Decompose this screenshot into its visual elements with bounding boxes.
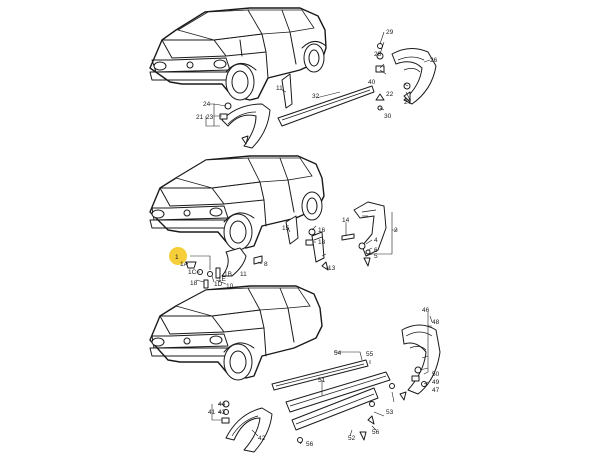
callout-28: 28 [374,51,382,58]
callout-26: 26 [430,57,438,64]
callout-labels: 29 28 26 40 22 27 30 32 11 24 23 21 14 2… [175,29,440,448]
callout-40-top: 40 [368,79,376,86]
callout-53: 53 [386,409,394,416]
callout-56-right: 56 [372,429,380,436]
callout-18-mid: 18 [318,239,326,246]
callout-21: 21 [196,114,204,121]
callout-23: 23 [206,114,214,121]
callout-42: 42 [258,435,266,442]
callout-50: 50 [432,371,440,378]
rear-arch-bracket [353,201,387,257]
callout-1: 1 [175,254,179,261]
top-left-wheelarch-liner [221,103,271,149]
side-sill-trim-top [277,85,375,127]
callout-11-top: 11 [276,85,283,92]
callout-56-left: 56 [306,441,314,448]
callout-32: 32 [312,93,320,100]
callout-11-mid: 11 [240,271,247,278]
callout-41: 41 [208,409,216,416]
callout-18-left: 18 [190,280,198,287]
callout-30: 30 [384,113,392,120]
front-wheelarch-liner-41 [225,407,273,453]
fasteners-middle [185,228,371,289]
front-fender-flare [221,247,247,277]
callout-29: 29 [386,29,394,36]
callout-16: 16 [318,227,326,234]
highlight-marker [169,247,187,265]
small-trim-11-top [281,73,293,109]
callout-51: 51 [318,377,326,384]
callout-10: 10 [226,283,234,290]
car-illustration-middle [149,155,325,251]
leader-lines [185,31,433,445]
callout-6: 6 [374,247,378,254]
callout-52: 52 [348,435,356,442]
fasteners-top-right [375,43,411,111]
car-illustration-bottom [149,285,323,381]
callout-13: 13 [328,265,336,272]
callout-43: 43 [218,409,226,416]
long-sill-trim-51 [285,371,391,413]
callout-8: 8 [264,261,268,268]
callout-27: 27 [404,99,412,106]
rear-wheelarch-liner-46 [401,324,441,395]
sill-panel-52 [291,387,379,431]
callout-46: 46 [422,307,430,314]
callout-1e: 1E [218,276,227,283]
fasteners-top-left [219,102,249,145]
callout-49: 49 [432,379,440,386]
callout-24: 24 [203,101,211,108]
callout-2: 2 [394,227,398,234]
callout-22: 22 [386,91,394,98]
callout-14: 14 [342,217,350,224]
callout-1b: 1B [224,271,232,278]
fasteners-bottom [221,366,427,443]
car-illustration-top [149,7,327,101]
callout-1c: 1C [188,269,197,276]
callout-44: 44 [218,401,226,408]
callout-1a: 1A [180,261,189,268]
callout-5: 5 [374,253,378,260]
rear-mudflap [311,231,325,263]
callout-54: 54 [334,350,342,357]
callout-55: 55 [366,351,374,358]
callout-47: 47 [432,387,440,394]
trim-piece-15 [285,215,299,245]
callout-1d: 1D [214,281,223,288]
callout-48: 48 [432,319,440,326]
callout-15: 15 [282,225,290,232]
callout-4: 4 [374,237,378,244]
long-sill-trim-54 [271,359,369,391]
